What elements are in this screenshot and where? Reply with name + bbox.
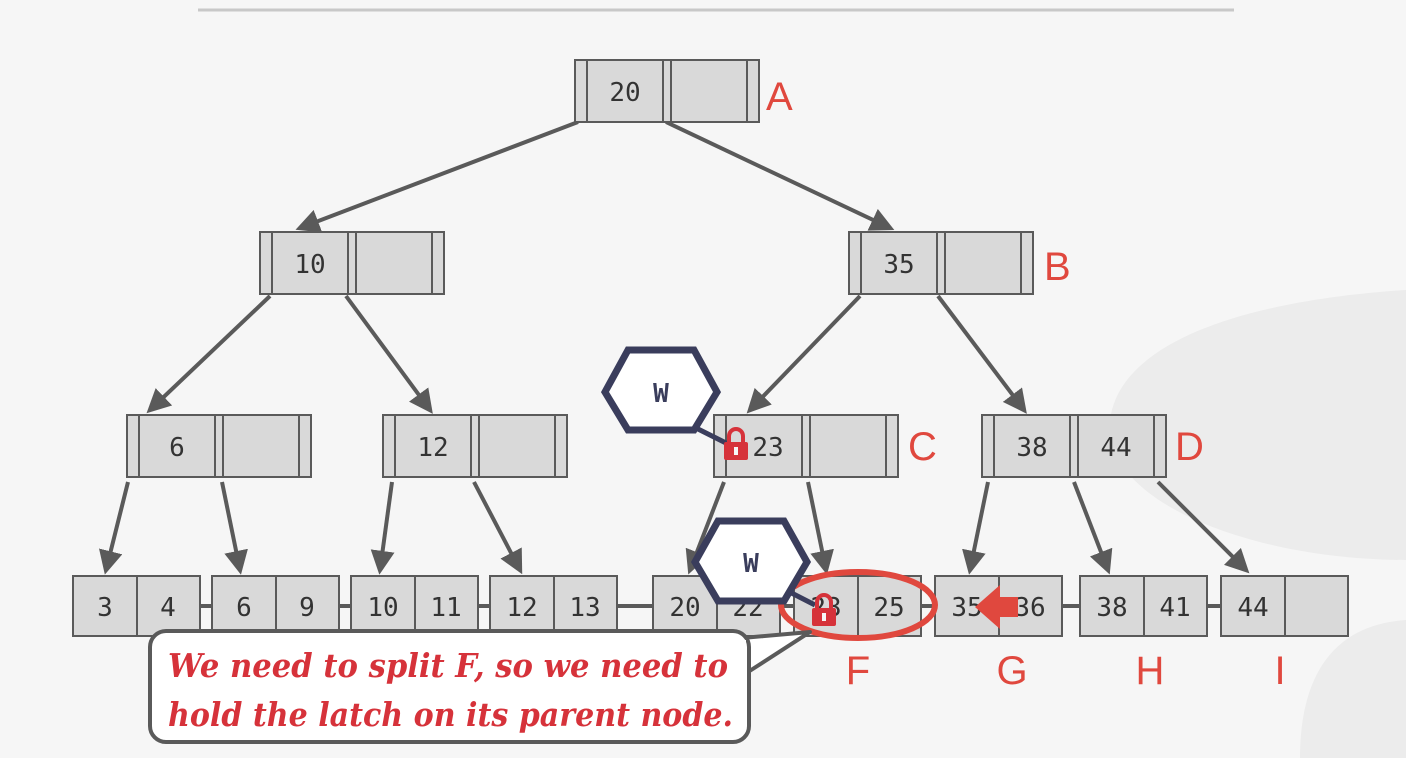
node-c: 23 C xyxy=(713,414,937,478)
leaf-node-h: 38 41 H xyxy=(1079,575,1208,693)
leaf-key: 10 xyxy=(367,593,398,623)
leaf-key: 11 xyxy=(430,593,461,623)
node-d-key-2: 44 xyxy=(1100,433,1131,463)
node-a: 20 A xyxy=(574,59,793,123)
leaf-key: 41 xyxy=(1159,593,1190,623)
edge-10-to-6 xyxy=(146,294,272,414)
node-d: 38 44 D xyxy=(981,414,1204,478)
edge-c-to-leaf6 xyxy=(806,481,834,575)
edge-12-to-leaf3 xyxy=(370,481,395,575)
edge-d-to-leaf7 xyxy=(962,481,990,575)
leaf-g-label: G xyxy=(996,649,1027,693)
node-a-label: A xyxy=(766,75,793,119)
leaf-key: 6 xyxy=(236,593,252,623)
node-12: 12 xyxy=(382,414,568,478)
lock-icon xyxy=(724,427,748,460)
leaf-node: 12 13 xyxy=(489,575,618,637)
edge-b-to-c xyxy=(746,294,862,414)
tree-edges xyxy=(99,120,1250,575)
background-decor xyxy=(198,8,1406,758)
node-d-label: D xyxy=(1175,425,1204,469)
edge-6-to-leaf2 xyxy=(220,481,248,575)
node-c-label: C xyxy=(908,425,937,469)
leaf-key: 44 xyxy=(1237,593,1268,623)
node-a-key-1: 20 xyxy=(609,78,640,108)
latch-f: W xyxy=(690,517,836,626)
latch-mode: W xyxy=(653,379,669,409)
node-d-key-1: 38 xyxy=(1016,433,1047,463)
leaf-f-label: F xyxy=(846,649,870,693)
leaf-key: 3 xyxy=(97,593,113,623)
highlight-ellipse xyxy=(778,569,938,641)
leaf-node: 6 9 xyxy=(211,575,340,637)
edge-12-to-leaf4 xyxy=(472,481,523,575)
leaf-key: 38 xyxy=(1096,593,1127,623)
edge-10-to-12 xyxy=(344,294,433,414)
leaf-node-i: 44 I xyxy=(1220,575,1349,693)
leaf-h-label: H xyxy=(1136,649,1165,693)
callout-box xyxy=(148,629,751,744)
leaf-i-label: I xyxy=(1274,649,1285,693)
leaf-key: 12 xyxy=(506,593,537,623)
edge-b-to-d xyxy=(936,294,1027,414)
edge-a-to-10 xyxy=(295,120,579,233)
pointer-arrow-icon xyxy=(975,585,1018,629)
leaf-key: 4 xyxy=(160,593,176,623)
leaf-key: 20 xyxy=(669,593,700,623)
leaf-node: 10 11 xyxy=(350,575,479,637)
node-6: 6 xyxy=(126,414,312,478)
node-b-label: B xyxy=(1044,245,1071,289)
node-10: 10 xyxy=(259,231,445,295)
latch-hex-badge xyxy=(600,346,722,434)
latch-mode: W xyxy=(743,549,759,579)
edge-6-to-leaf1 xyxy=(99,481,130,575)
node-c-key-1: 23 xyxy=(752,433,783,463)
callout-line-1: We need to split F, so we need to xyxy=(168,646,728,685)
edge-a-to-b xyxy=(665,120,895,231)
inner-nodes: 20 A 10 35 B 6 xyxy=(126,59,1204,478)
leaf-key: 9 xyxy=(299,593,315,623)
latch-c: W xyxy=(600,346,748,460)
edge-d-to-leaf8 xyxy=(1072,481,1113,575)
node-10-key-1: 10 xyxy=(294,250,325,280)
leaf-key: 36 xyxy=(1014,593,1045,623)
lock-icon xyxy=(812,593,836,626)
callout: We need to split F, so we need to hold t… xyxy=(148,629,812,744)
node-12-key-1: 12 xyxy=(417,433,448,463)
callout-line-2: hold the latch on its parent node. xyxy=(168,695,733,734)
edge-d-to-leaf9 xyxy=(1156,480,1250,574)
leaf-node: 3 4 xyxy=(72,575,201,637)
node-6-key-1: 6 xyxy=(169,433,185,463)
leaf-key: 13 xyxy=(569,593,600,623)
node-b: 35 B xyxy=(848,231,1071,295)
node-b-key-1: 35 xyxy=(883,250,914,280)
latch-hex-badge xyxy=(690,517,812,605)
leaf-key: 25 xyxy=(873,593,904,623)
